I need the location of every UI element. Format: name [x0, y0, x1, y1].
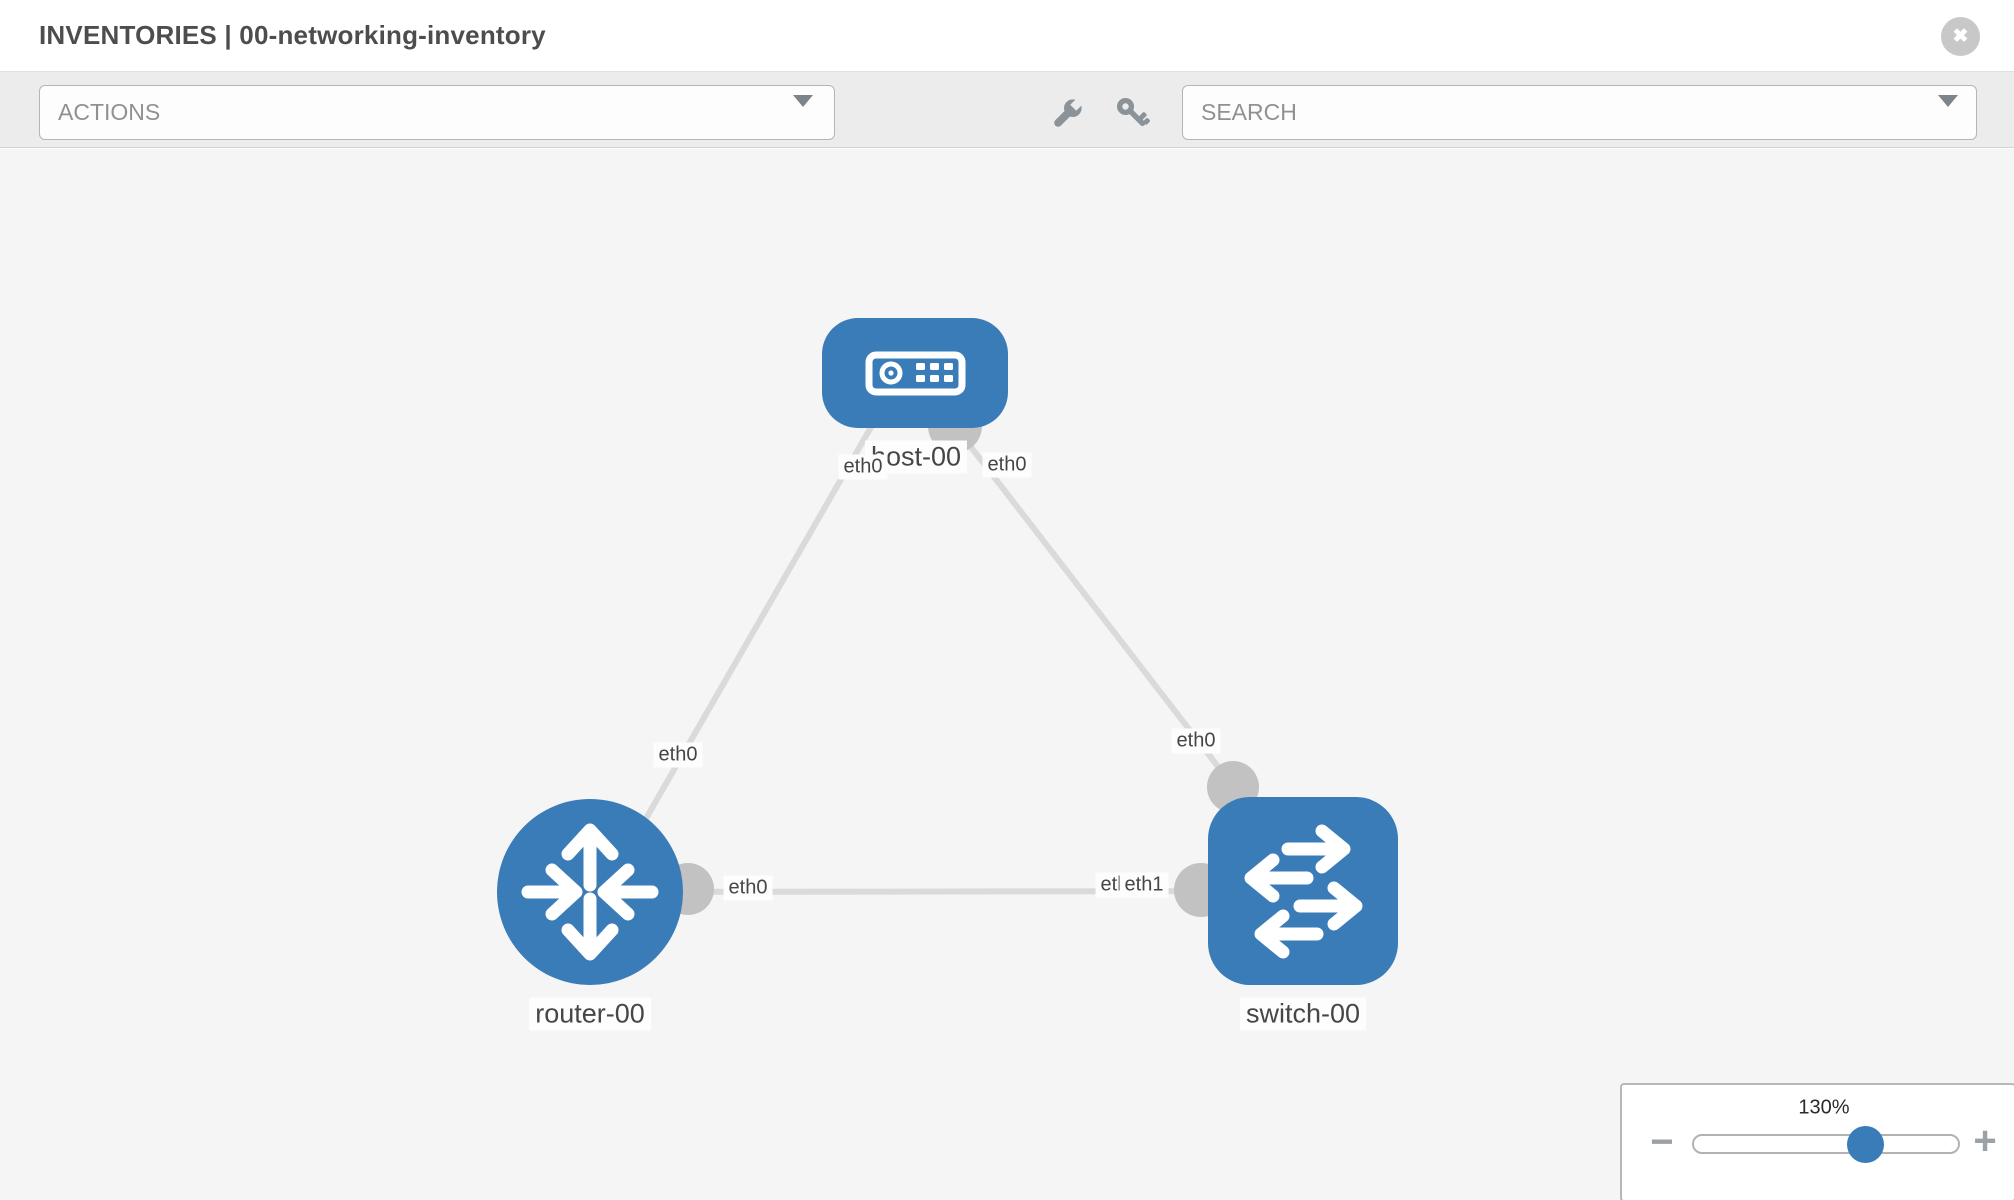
actions-input[interactable] [40, 86, 834, 139]
app-header: INVENTORIES | 00-networking-inventory ✖ [0, 0, 2014, 72]
zoom-value: 130% [1798, 1096, 1850, 1119]
zoom-slider-track[interactable] [1692, 1134, 1960, 1154]
interface-label: eth0 [723, 875, 773, 901]
page-title: INVENTORIES | 00-networking-inventory [39, 20, 546, 50]
wrench-icon[interactable] [1047, 94, 1087, 134]
close-icon: ✖ [1952, 26, 1969, 47]
search-dropdown[interactable] [1182, 85, 1977, 140]
key-icon[interactable] [1113, 94, 1153, 134]
link-host-router[interactable] [622, 413, 881, 857]
zoom-out-button[interactable]: − [1650, 1122, 1673, 1162]
plus-icon: + [1973, 1119, 1997, 1163]
node-switch-00[interactable] [1208, 797, 1398, 985]
interface-label: eth0 [838, 454, 888, 480]
topology-canvas[interactable] [0, 149, 2014, 1200]
actions-dropdown[interactable] [39, 85, 835, 140]
node-host-00[interactable] [822, 318, 1008, 428]
node-label-router: router-00 [529, 997, 651, 1031]
server-icon [865, 351, 966, 396]
interface-label: eth0 [982, 452, 1032, 478]
toolbar [0, 72, 2014, 148]
zoom-slider-thumb[interactable] [1847, 1126, 1884, 1163]
node-label-switch: switch-00 [1239, 997, 1367, 1031]
close-button[interactable]: ✖ [1941, 17, 1980, 56]
interface-label: eth0 [1171, 728, 1221, 754]
interface-label: eth1 [1119, 872, 1169, 898]
chevron-down-icon[interactable] [793, 95, 813, 107]
interface-label: eth0 [653, 742, 703, 768]
router-arrows-icon [521, 823, 659, 961]
search-input[interactable] [1183, 86, 1976, 139]
minus-icon: − [1650, 1120, 1674, 1164]
link-host-switch[interactable] [947, 418, 1236, 788]
switch-arrows-icon [1244, 824, 1363, 959]
node-router-00[interactable] [497, 799, 683, 985]
zoom-in-button[interactable]: + [1973, 1121, 1996, 1161]
chevron-down-icon[interactable] [1938, 95, 1958, 107]
zoom-panel: 130% − + [1620, 1083, 2014, 1200]
